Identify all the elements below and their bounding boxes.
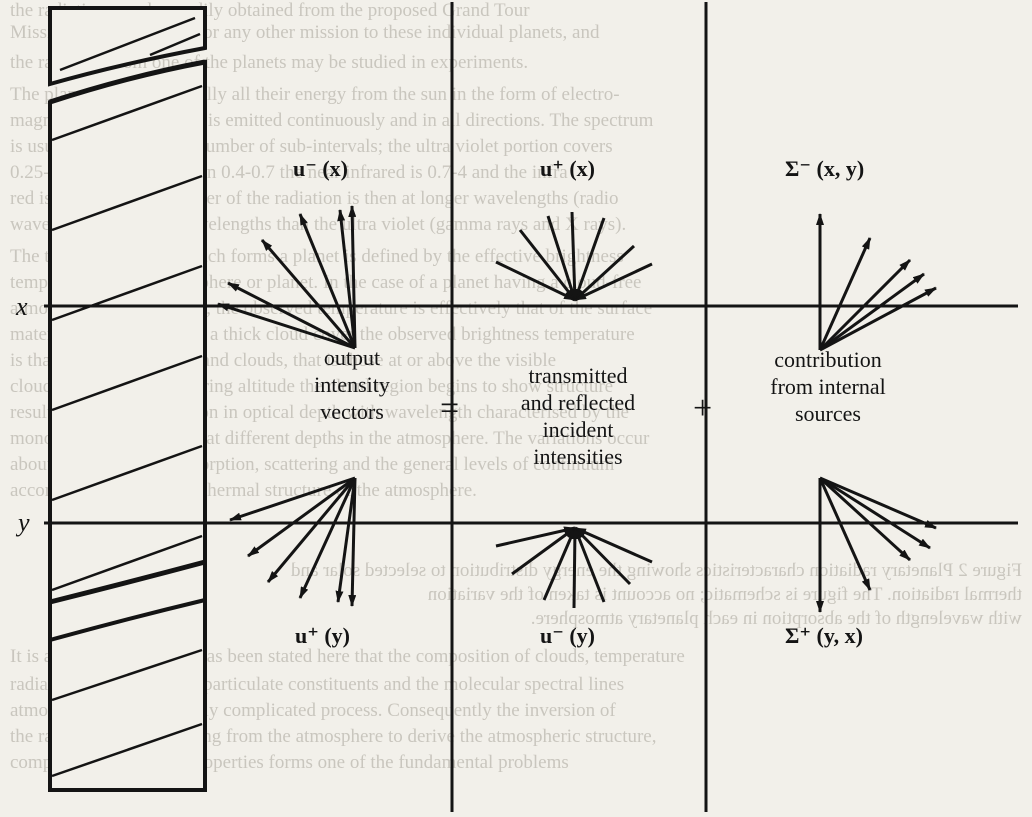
incident-up-arrow bbox=[495, 260, 576, 302]
term-incident: transmitted and reflected incident inten… bbox=[468, 362, 688, 470]
output-up-arrow bbox=[227, 281, 356, 350]
intensity-arrows bbox=[217, 205, 937, 613]
term-output-line1: output bbox=[323, 345, 381, 370]
source-down-arrow bbox=[818, 476, 912, 562]
source-up-arrow bbox=[818, 237, 872, 351]
term-sources-line3: sources bbox=[795, 401, 861, 426]
output-down-arrow bbox=[298, 477, 357, 599]
axes bbox=[44, 304, 1018, 525]
source-up-arrow bbox=[819, 272, 925, 352]
label-sigma-minus: Σ⁻ (x, y) bbox=[785, 156, 865, 181]
slab-top-edge bbox=[49, 59, 206, 105]
output-down-arrow bbox=[266, 477, 357, 583]
label-u-plus-y: u⁺ (y) bbox=[295, 623, 350, 648]
incident-down-arrow bbox=[495, 526, 576, 548]
incident-up-arrow bbox=[573, 244, 636, 302]
output-down-arrow bbox=[335, 477, 357, 603]
plus-sign: + bbox=[693, 390, 713, 427]
source-down-arrow bbox=[819, 476, 937, 530]
source-down-arrow bbox=[818, 477, 872, 591]
slab-hatch bbox=[59, 16, 196, 72]
label-u-plus-x: u⁺ (x) bbox=[540, 156, 595, 181]
atmosphere-slab bbox=[48, 6, 207, 792]
equals-sign: = bbox=[440, 390, 460, 427]
output-up-arrow bbox=[260, 239, 357, 349]
source-up-arrow bbox=[819, 286, 937, 352]
source-up-arrow bbox=[818, 258, 912, 352]
x-axis-label: x bbox=[16, 292, 28, 321]
output-down-arrow bbox=[229, 476, 356, 522]
output-up-arrow bbox=[337, 209, 357, 349]
y-axis-label: y bbox=[18, 508, 30, 537]
term-incident-line3: incident bbox=[542, 417, 614, 442]
incident-down-arrow bbox=[542, 527, 577, 601]
term-incident-line4: intensities bbox=[533, 444, 623, 469]
incident-up-arrow bbox=[574, 262, 653, 302]
term-sources-line2: from internal bbox=[770, 374, 886, 399]
output-down-arrow bbox=[247, 476, 356, 558]
output-up-arrow bbox=[348, 205, 357, 349]
incident-down-arrow bbox=[573, 526, 632, 586]
label-sigma-plus: Σ⁺ (y, x) bbox=[785, 623, 863, 648]
incident-up-arrow bbox=[570, 211, 579, 301]
incident-up-arrow bbox=[518, 229, 577, 301]
incident-down-arrow bbox=[511, 526, 576, 576]
slab-hatch bbox=[149, 32, 201, 57]
incident-up-arrow bbox=[546, 215, 577, 301]
output-up-arrow bbox=[298, 213, 357, 349]
incident-up-arrow bbox=[573, 217, 606, 301]
slab-bottom-edge bbox=[49, 559, 206, 605]
term-output: output intensity vectors bbox=[262, 344, 442, 425]
label-u-minus-x: u⁻ (x) bbox=[293, 156, 348, 181]
slab-bottom-cap bbox=[48, 597, 207, 792]
term-incident-line1: transmitted bbox=[528, 363, 628, 388]
term-separators bbox=[450, 2, 708, 812]
term-output-line3: vectors bbox=[320, 399, 384, 424]
term-sources-line1: contribution bbox=[774, 347, 882, 372]
slab-top-cap bbox=[48, 6, 207, 87]
output-down-arrow bbox=[348, 477, 357, 607]
output-up-arrow bbox=[217, 302, 356, 350]
slab-hatching bbox=[51, 84, 203, 778]
term-incident-line2: and reflected bbox=[520, 390, 636, 415]
incident-down-arrow bbox=[574, 526, 653, 564]
source-down-arrow bbox=[819, 476, 931, 550]
term-sources: contribution from internal sources bbox=[718, 346, 938, 427]
label-u-minus-y: u⁻ (y) bbox=[540, 623, 595, 648]
incident-down-arrow bbox=[570, 527, 579, 609]
incident-down-arrow bbox=[573, 527, 606, 603]
term-output-line2: intensity bbox=[314, 372, 390, 397]
